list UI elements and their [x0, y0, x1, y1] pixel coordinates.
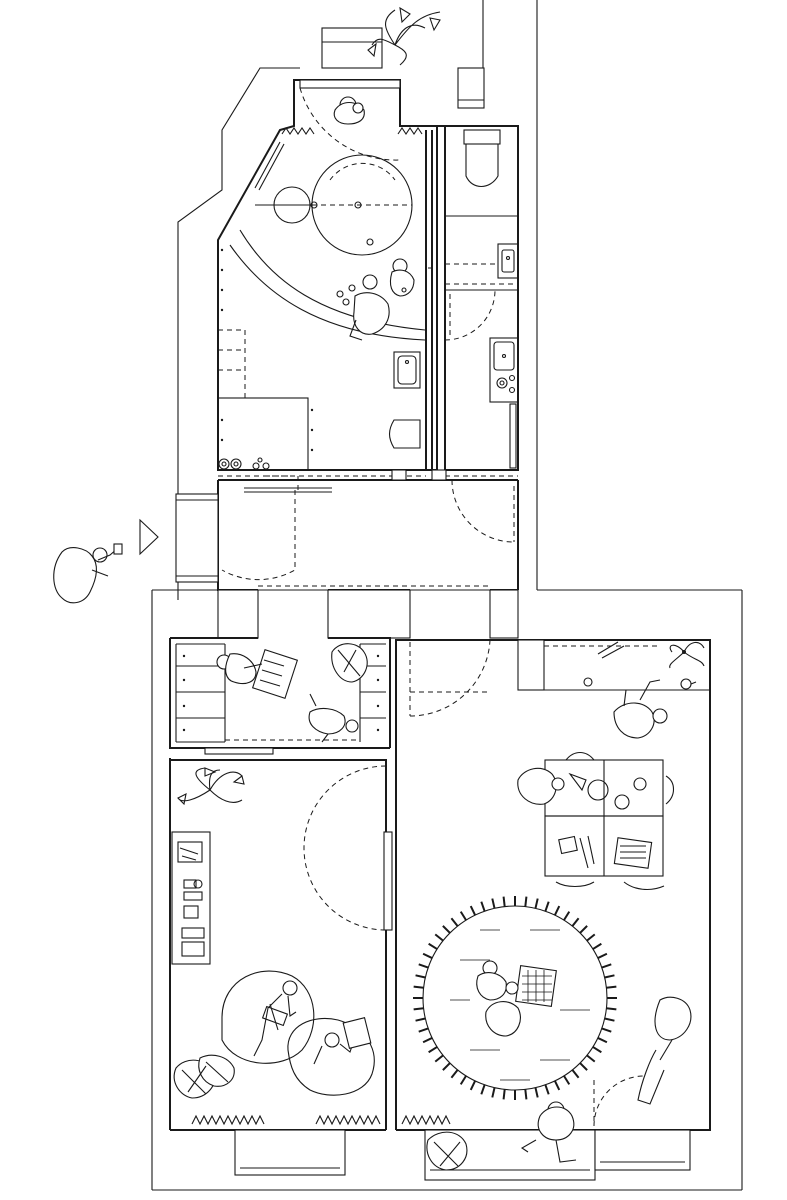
rug-tassel — [469, 905, 476, 916]
rug-tassel — [597, 952, 608, 959]
child-figure — [476, 960, 507, 1001]
kitchenette — [428, 215, 519, 470]
rug-tassel — [524, 1089, 528, 1100]
toilet — [463, 129, 501, 188]
rug-tassel — [604, 974, 615, 979]
child-figure — [485, 981, 521, 1037]
rug-tassel — [422, 1037, 433, 1044]
rug-tassel — [459, 911, 467, 921]
round-rug — [422, 905, 608, 1091]
rug-tassel — [606, 1007, 617, 1011]
toilet — [388, 419, 421, 449]
washbasin — [393, 351, 421, 389]
rug-tassel — [586, 1054, 596, 1063]
seated-child-figure — [389, 258, 415, 297]
cushion — [426, 1131, 468, 1171]
adult-figure — [253, 980, 298, 1057]
child-figure — [308, 693, 359, 743]
rug-tassel — [413, 985, 424, 989]
bathroom — [217, 79, 433, 493]
rug-tassel — [544, 901, 550, 912]
play-room — [401, 639, 710, 1171]
entrance-arrow-icon — [139, 518, 159, 556]
beanbag — [221, 970, 315, 1064]
cushion — [173, 1054, 235, 1099]
rug-tassel — [554, 1080, 561, 1091]
rug-tassel — [491, 1087, 496, 1098]
rug-tassel — [450, 917, 459, 927]
adult-figure — [313, 1017, 372, 1065]
rug-tassel — [434, 933, 444, 942]
rug-tassel — [480, 1084, 486, 1095]
rug-tassel — [544, 1084, 550, 1095]
adult-figure — [216, 653, 263, 685]
rug-fringe — [413, 896, 617, 1100]
child-figure — [517, 767, 565, 805]
rug-tassel — [491, 898, 496, 909]
rug-tassel — [428, 1046, 438, 1054]
rug-tassel — [571, 917, 580, 927]
changing-table — [217, 397, 309, 471]
rug-tassel — [502, 1089, 506, 1100]
rug-tassel — [480, 901, 486, 912]
rug-tassel — [601, 1027, 612, 1033]
adult-figure — [613, 679, 668, 739]
hallway — [218, 469, 518, 591]
rug-tassel — [434, 1054, 444, 1063]
rug-tassel — [418, 1027, 429, 1033]
potted-plant-icon — [177, 767, 245, 806]
adult-figure — [53, 543, 123, 604]
bookshelf — [171, 831, 211, 965]
rug-tassel — [428, 942, 438, 950]
rug-tassel — [592, 1046, 602, 1054]
rug-tassel — [586, 933, 596, 942]
game-board — [515, 965, 557, 1007]
rug-tassel — [554, 905, 561, 916]
pipe-shaft — [457, 67, 485, 109]
potted-plant-icon — [669, 641, 705, 669]
play-table — [544, 751, 675, 891]
rug-tassel — [442, 1062, 451, 1071]
bench — [251, 649, 299, 699]
adult-figure — [637, 996, 692, 1105]
rug-tassel — [592, 942, 602, 950]
rug-tassel — [601, 963, 612, 969]
rug-tassel — [502, 896, 506, 907]
outer-walls — [151, 0, 743, 1191]
rug-tassel — [469, 1080, 476, 1091]
toddler-figure — [333, 96, 365, 125]
rug-tassel — [534, 898, 539, 909]
cloakroom — [175, 643, 386, 755]
adult-figure — [520, 1101, 577, 1163]
rug-tassel — [459, 1075, 467, 1085]
quiet-room — [171, 765, 387, 1126]
rug-tassel — [604, 1017, 615, 1022]
rug-tassel — [413, 1007, 424, 1011]
rug-tassel — [415, 1017, 426, 1022]
rug-tassel — [415, 974, 426, 979]
rug-tassel — [571, 1069, 580, 1079]
potted-plant-icon — [367, 6, 441, 66]
child-figure — [349, 274, 390, 341]
rug-tassel — [442, 925, 451, 934]
rug-tassel — [563, 1075, 571, 1085]
rug-tassel — [579, 1062, 588, 1071]
rug-tassel — [563, 911, 571, 921]
rug-tassel — [524, 896, 528, 907]
rug-tassel — [418, 963, 429, 969]
rug-tassel — [422, 952, 433, 959]
rug-tassel — [450, 1069, 459, 1079]
outdoor-planter — [321, 27, 383, 69]
rug-tassel — [534, 1087, 539, 1098]
rug-tassel — [606, 985, 617, 989]
beanbag — [287, 1018, 375, 1096]
rug-tassel — [579, 925, 588, 934]
rug-tassel — [597, 1037, 608, 1044]
